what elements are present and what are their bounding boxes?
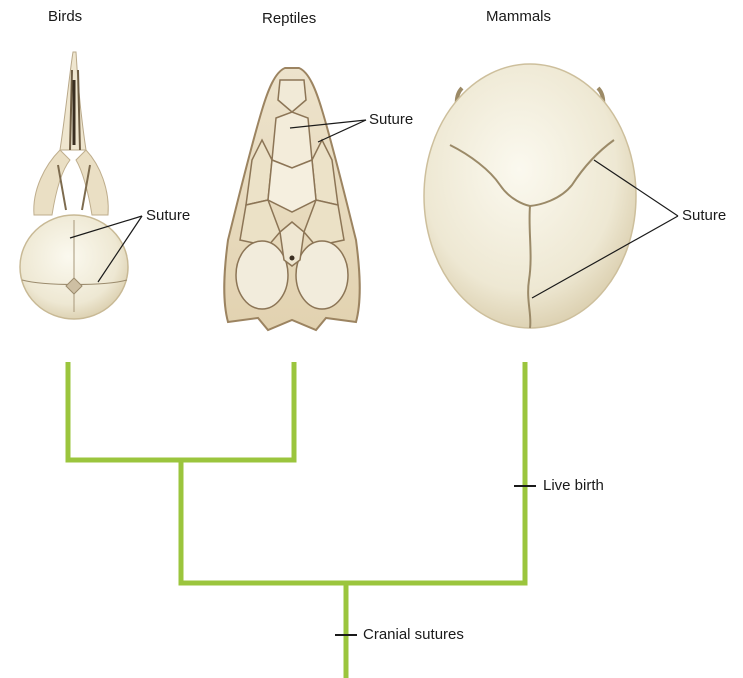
suture-label-reptiles: Suture — [369, 112, 413, 127]
reptile-skull-illustration — [224, 68, 360, 330]
suture-label-birds: Suture — [146, 208, 190, 223]
trait-cranial-sutures: Cranial sutures — [363, 627, 464, 642]
trait-live-birth: Live birth — [543, 478, 604, 493]
bird-skull-illustration — [20, 52, 128, 319]
branch-birds-reptiles — [68, 362, 294, 460]
mammal-skull-illustration — [424, 64, 636, 328]
branch-archosaur-mammal — [181, 362, 525, 583]
suture-label-mammals: Suture — [682, 208, 726, 223]
